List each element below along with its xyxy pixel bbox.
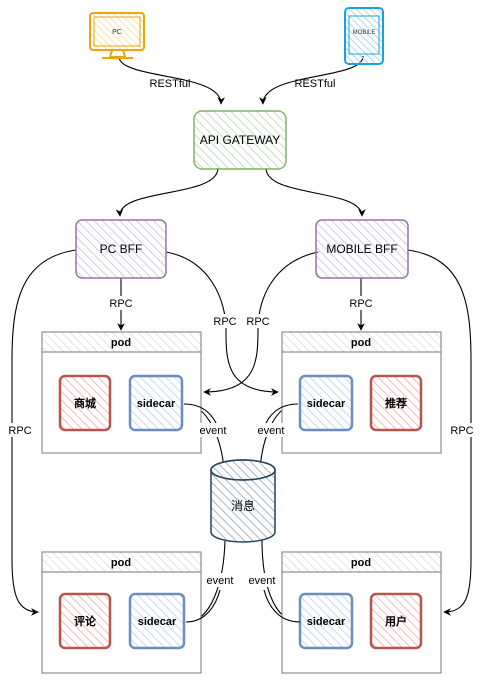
event-label-bottom-left: event: [207, 575, 234, 587]
sidecar-label: sidecar: [307, 616, 346, 628]
pc-bff-node: PC BFF: [75, 219, 167, 279]
message-queue-cylinder: 消息: [210, 459, 276, 543]
sidecar-node: sidecar: [128, 374, 184, 432]
rpc-label-pc-cross: RPC: [213, 316, 236, 328]
edge-mobile-bff-cross: [203, 251, 319, 396]
pod-title: pod: [111, 557, 131, 569]
service-label: 评论: [74, 614, 97, 628]
service-node: 推荐: [369, 374, 423, 432]
mobile-bff-node: MOBILE BFF: [315, 219, 409, 279]
service-label: 推荐: [385, 396, 407, 410]
pod-top-right: pod sidecar 推荐: [281, 331, 442, 454]
rpc-label-mobile-down: RPC: [349, 298, 372, 310]
rpc-labels: RPC RPC RPC RPC RPC RPC: [0, 296, 478, 437]
rpc-label-mobile-right: RPC: [450, 425, 473, 437]
sidecar-node: sidecar: [298, 374, 354, 432]
restful-label-mobile: RESTful: [295, 78, 336, 90]
service-node: 商城: [58, 374, 112, 432]
edge-pc-bff-left: [11, 249, 77, 616]
edge-gateway-to-pc-bff: [115, 167, 219, 217]
rpc-label-mobile-cross: RPC: [246, 316, 269, 328]
event-label-top-right: event: [258, 425, 285, 437]
pod-bottom-right: pod sidecar 用户: [281, 551, 442, 674]
event-labels: event event event event: [198, 423, 288, 587]
service-label: 商城: [74, 396, 96, 410]
sidecar-label: sidecar: [307, 398, 346, 410]
pod-bottom-left: pod 评论 sidecar: [41, 551, 202, 674]
mobile-phone-icon: MOBILE: [344, 7, 384, 65]
api-gateway-node: API GATEWAY: [193, 110, 287, 170]
mobile-client-label: MOBILE: [353, 30, 376, 36]
sidecar-label: sidecar: [138, 616, 177, 628]
edge-gateway-to-mobile-bff: [265, 167, 366, 217]
pod-title: pod: [351, 557, 371, 569]
mobile-bff-label: MOBILE BFF: [326, 242, 397, 256]
pod-top-left: pod 商城 sidecar: [41, 331, 202, 454]
event-label-top-left: event: [200, 425, 227, 437]
api-gateway-label: API GATEWAY: [200, 133, 280, 147]
rpc-label-pc-down: RPC: [109, 298, 132, 310]
event-label-bottom-right: event: [249, 575, 276, 587]
sidecar-label: sidecar: [137, 398, 176, 410]
service-label: 用户: [385, 614, 407, 628]
rpc-label-pc-left: RPC: [8, 425, 31, 437]
service-node: 评论: [58, 592, 112, 650]
service-node: 用户: [369, 592, 423, 650]
edge-pc-bff-cross: [165, 251, 279, 396]
sidecar-node: sidecar: [128, 592, 186, 650]
pc-client-label: PC: [112, 29, 122, 36]
sidecar-node: sidecar: [298, 592, 354, 650]
pc-monitor-icon: PC: [89, 12, 145, 59]
pc-bff-label: PC BFF: [100, 242, 143, 256]
message-queue-label: 消息: [231, 498, 255, 513]
edge-pc-to-gateway: [118, 55, 226, 105]
edge-mobile-bff-right: [407, 249, 472, 616]
pod-title: pod: [111, 337, 131, 349]
pod-title: pod: [351, 337, 371, 349]
restful-label-pc: RESTful: [150, 78, 191, 90]
